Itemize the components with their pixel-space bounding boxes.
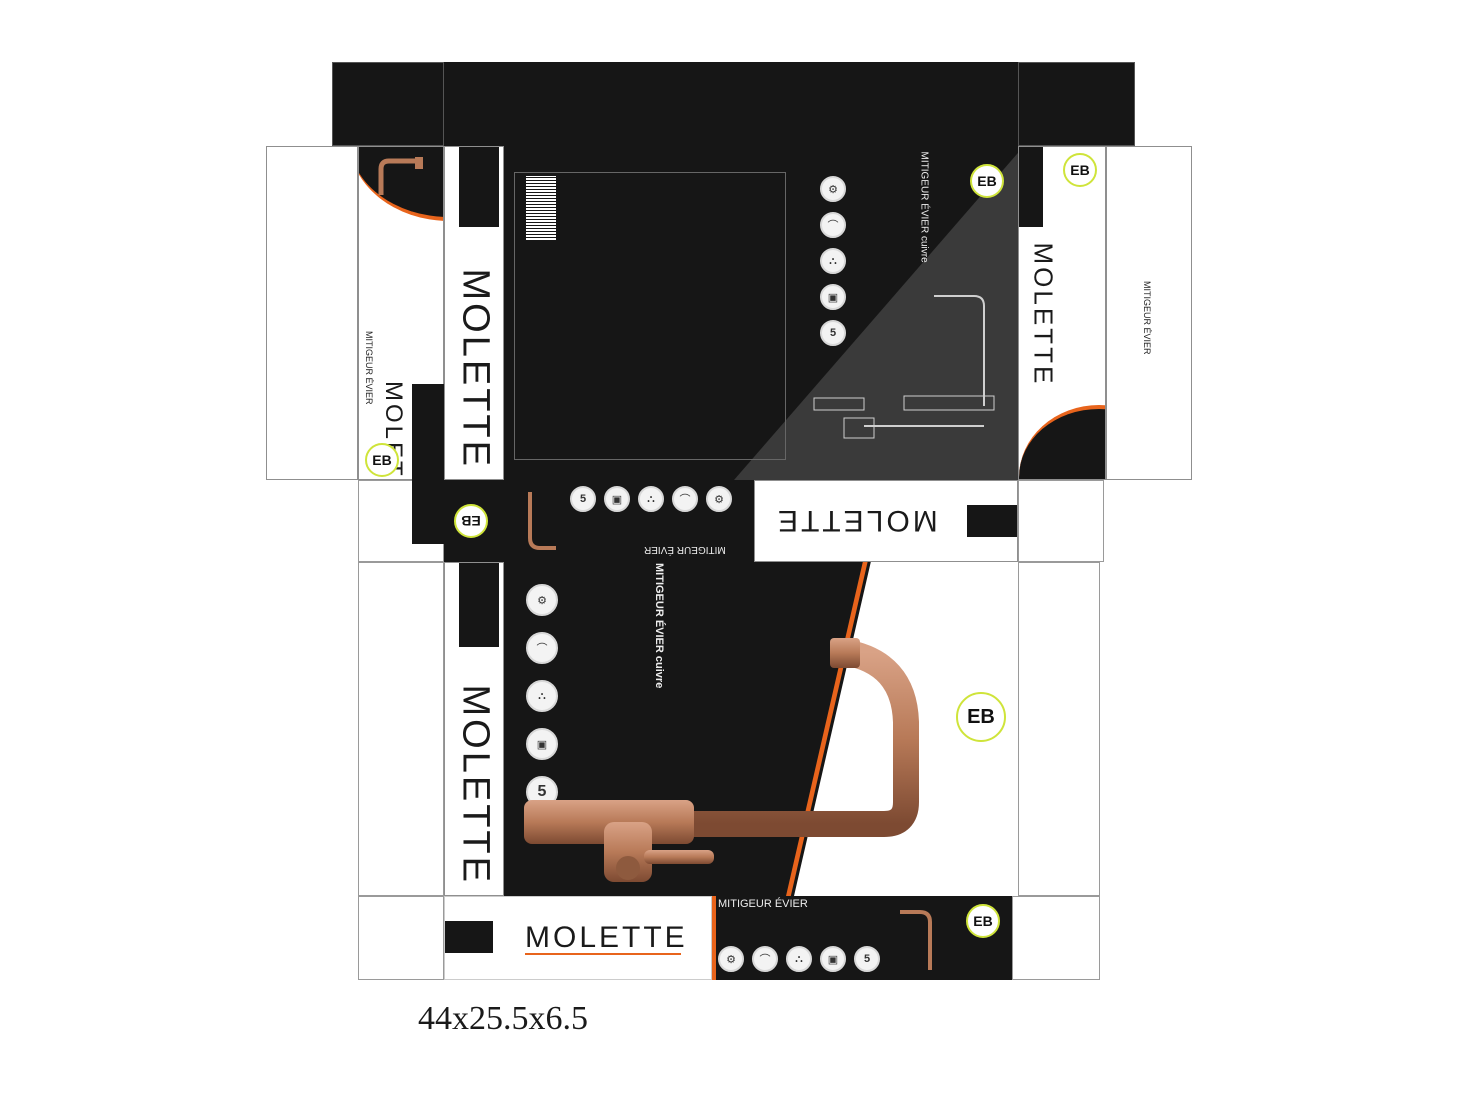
cartridge-icon: ⚙	[706, 486, 732, 512]
warranty-icon: 5	[570, 486, 596, 512]
bottom-orange-line	[712, 896, 716, 980]
warranty-icon: 5	[854, 946, 880, 972]
faucet-mini-icon	[378, 157, 423, 195]
tap-icon: ⛬	[820, 248, 846, 274]
mid-feature-icons: 5 ▣ ⛬ ⌒ ⚙	[570, 486, 732, 512]
lower-strip-title: MOLETTE	[454, 684, 497, 885]
technical-drawing	[813, 295, 995, 439]
bottom-type-label: MITIGEUR ÉVIER	[718, 898, 808, 910]
upper-left-logo: EB	[365, 443, 399, 477]
spout-icon: ⌒	[672, 486, 698, 512]
bottom-feature-icons: ⚙ ⌒ ⛬ ▣ 5	[718, 946, 880, 972]
mid-type-label: MITIGEUR ÉVIER	[644, 544, 726, 555]
top-flap-left-tab	[332, 62, 444, 146]
bottom-faucet-icon	[900, 910, 932, 970]
installation-icon: ▣	[526, 728, 558, 760]
bottom-left-tab	[358, 896, 444, 980]
lower-title-strip: MOLETTE	[444, 562, 504, 896]
tap-icon: ⛬	[638, 486, 664, 512]
lower-right-flap	[1018, 562, 1100, 896]
mid-left-strip	[412, 384, 444, 544]
upper-left-end-panel: MOLETTE MITIGEUR ÉVIER EB	[358, 146, 444, 480]
spout-icon: ⌒	[526, 632, 558, 664]
spout-icon: ⌒	[820, 212, 846, 238]
spout-icon: ⌒	[752, 946, 778, 972]
instruction-box	[514, 172, 786, 460]
front-logo: EB	[956, 692, 1006, 742]
bottom-right-tab	[1012, 896, 1100, 980]
cartridge-icon: ⚙	[526, 584, 558, 616]
barcode	[526, 176, 556, 240]
bottom-info-panel: MITIGEUR ÉVIER ⚙ ⌒ ⛬ ▣ 5 EB	[712, 896, 1012, 980]
copper-faucet-image	[524, 638, 919, 882]
mid-right-tab	[1018, 480, 1104, 562]
installation-icon: ▣	[820, 946, 846, 972]
back-feature-icons: ⚙ ⌒ ⛬ ▣ 5	[820, 176, 850, 346]
front-panel: MITIGEUR ÉVIER cuivre ⚙ ⌒ ⛬ ▣ 5	[504, 562, 1018, 896]
back-logo: EB	[970, 164, 1004, 198]
left-side-panel	[266, 146, 358, 480]
back-type-label: MITIGEUR ÉVIER cuivre	[918, 151, 930, 263]
installation-icon: ▣	[604, 486, 630, 512]
right-side-panel: MITIGEUR ÉVIER	[1106, 146, 1192, 480]
upper-right-logo: EB	[1063, 153, 1097, 187]
mid-faucet-icon	[528, 492, 556, 550]
warranty-icon: 5	[820, 320, 846, 346]
box-dimensions-label: 44x25.5x6.5	[418, 1000, 588, 1037]
lower-left-flap	[358, 562, 444, 896]
bottom-title-panel: MOLETTE	[444, 896, 712, 980]
upper-right-title: MOLETTE	[1028, 242, 1059, 387]
tap-icon: ⛬	[526, 680, 558, 712]
top-flap-right-tab	[1018, 62, 1135, 146]
top-flap	[332, 62, 1135, 146]
upper-right-end-panel: MOLETTE EB	[1018, 146, 1106, 480]
mid-title: MOLETTE	[775, 504, 938, 537]
back-panel: MITIGEUR ÉVIER cuivre EB ⚙ ⌒ ⛬ ▣ 5	[504, 146, 1018, 480]
bottom-logo: EB	[966, 904, 1000, 938]
upper-left-type: MITIGEUR ÉVIER	[364, 331, 374, 405]
cartridge-icon: ⚙	[718, 946, 744, 972]
right-side-type: MITIGEUR ÉVIER	[1142, 281, 1152, 355]
mid-logo: EB	[454, 504, 488, 538]
cartridge-icon: ⚙	[820, 176, 846, 202]
mid-title-panel: MOLETTE	[754, 480, 1018, 562]
tap-icon: ⛬	[786, 946, 812, 972]
orange-arc-right	[1019, 405, 1105, 479]
mid-info-panel: EB MITIGEUR ÉVIER 5 ▣ ⛬ ⌒ ⚙	[444, 480, 754, 562]
installation-icon: ▣	[820, 284, 846, 310]
upper-strip-title: MOLETTE	[454, 268, 497, 469]
bottom-title: MOLETTE	[525, 921, 688, 954]
upper-title-strip: MOLETTE	[444, 146, 504, 480]
